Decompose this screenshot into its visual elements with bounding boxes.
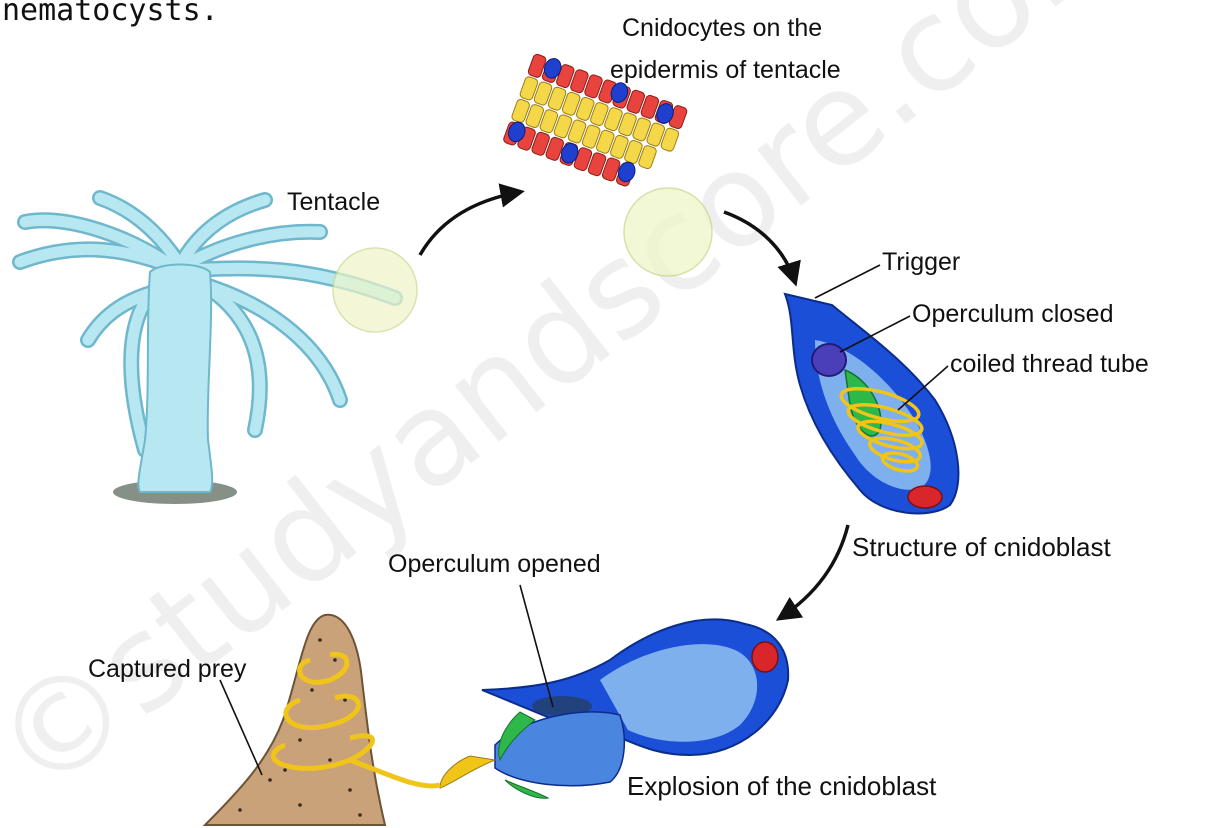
arrow-hydra-to-epidermis xyxy=(420,192,520,255)
explosion-of-cnidoblast-label: Explosion of the cnidoblast xyxy=(627,771,937,801)
arrow-cnidoblast-to-explosion xyxy=(780,525,848,618)
operculum-closed-shape xyxy=(812,344,846,376)
trigger-label: Trigger xyxy=(882,248,960,276)
epidermis-highlight-circle xyxy=(624,188,712,276)
hydra-body xyxy=(138,265,212,493)
structure-of-cnidoblast-label: Structure of cnidoblast xyxy=(852,532,1111,562)
captured-prey-label: Captured prey xyxy=(88,655,247,683)
operculum-closed-label: Operculum closed xyxy=(912,300,1113,328)
cut-off-heading: nematocysts. xyxy=(2,0,219,28)
cnidocytes-label-line2: epidermis of tentacle xyxy=(610,56,841,84)
coiled-thread-tube-label: coiled thread tube xyxy=(950,350,1149,378)
cnidocytes-label-line1: Cnidocytes on the xyxy=(622,14,822,42)
tentacle-label: Tentacle xyxy=(287,188,380,216)
operculum-opened-label: Operculum opened xyxy=(388,550,601,578)
tentacle-highlight-circle xyxy=(333,248,417,332)
